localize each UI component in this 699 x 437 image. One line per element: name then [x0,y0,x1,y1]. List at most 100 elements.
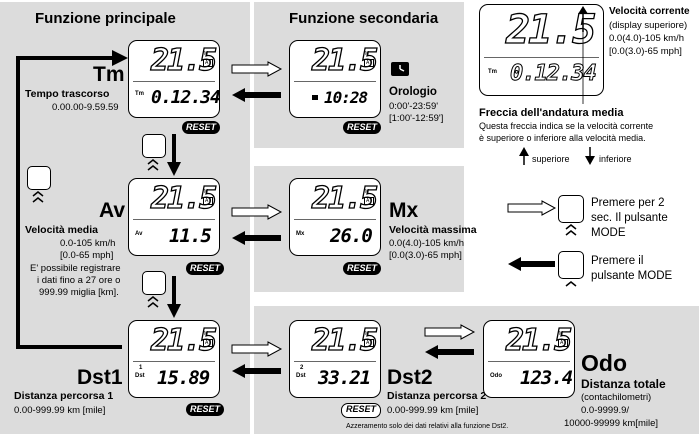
auto-indicator: AT [203,339,214,347]
main-function-header: Funzione principale [35,10,176,27]
down-arrow-av-to-dst1 [167,276,181,318]
current-speed-range-kmh: 0.0(4.0)-105 km/h [609,33,684,44]
legend-press-line2: pulsante MODE [591,270,673,282]
unit-indicator: M [204,51,209,57]
clock-range-24h: 0:00'-23:59' [389,101,439,112]
pace-arrow-title: Freccia dell'andatura media [479,107,624,119]
solid-arrow-mx-to-av [232,231,281,245]
av-note-3: 999.99 miglia [km]. [39,287,119,298]
screen-divider [294,219,376,220]
unit-indicator: M [365,189,370,195]
dst1-screen-label: Dst [135,373,145,379]
clock-hands-icon [399,65,405,72]
loop-mode-button-icon [27,166,51,190]
double-chevron-icon [147,159,159,171]
unit-indicator: M [365,331,370,337]
legend-press-line1: Premere il [591,255,644,267]
screen-divider [294,81,376,82]
auto-indicator: AT [364,197,375,205]
legend-press-2sec-line3: MODE [591,227,626,239]
pace-arrow-callout [582,30,584,104]
down-arrow-label: inferiore [599,154,632,164]
tm-screen-label: Tm [135,91,144,97]
legend-double-chevron-icon [565,224,577,236]
dst1-lcd-value: 15.89 [157,367,210,389]
dst2-title: Distanza percorsa 2 [387,390,487,402]
legend-hollow-arrow-icon [507,200,557,216]
reset-button-dst1[interactable]: RESET [186,403,224,416]
mx-lcd-value: 26.0 [330,225,373,247]
mode-button-hold-icon [142,134,166,158]
hollow-arrow-dst1-to-dst2 [231,341,283,357]
reset-button-tm[interactable]: RESET [182,121,220,134]
speed-digits: 21.5 [311,180,379,216]
av-range-kmh: 0.0-105 km/h [60,238,116,249]
legend-mode-button-press-icon [558,251,584,279]
av-code: Av [99,199,126,222]
mx-lcd-screen: 21.5 M AT Mx 26.0 [289,178,381,256]
speed-digits: 21.5 [311,322,379,358]
dst2-note: Azzeramento solo dei dati relativi alla … [346,423,509,430]
clock-small-icon [312,95,318,100]
speed-digits: 21.5 [311,42,379,78]
screen-divider [488,361,570,362]
up-arrow-icon [519,147,529,165]
dst1-range: 0.00-999.99 km [mile] [14,405,106,416]
pace-arrow-up-icon [578,6,588,32]
dst2-code: Dst2 [387,366,433,389]
screen-divider [133,361,215,362]
clock-icon [391,62,409,76]
clock-title: Orologio [389,86,437,98]
odo-range-2: 10000-99999 km[mile] [564,418,658,429]
dst2-lcd-value: 33.21 [318,367,371,389]
loop-arrow-dst1-to-tm [16,50,128,349]
unit-indicator: M [559,331,564,337]
av-lcd-screen: 21.5 M AT Av 11.5 [128,178,220,256]
reset-button-av[interactable]: RESET [186,262,224,275]
hollow-arrow-dst2-to-odo [424,324,476,340]
double-chevron-icon [147,296,159,308]
unit-indicator: M [204,331,209,337]
dst1-code: Dst1 [77,366,123,389]
speed-digits: 21.5 [150,180,218,216]
clock-range-12h: [1:00'-12:59'] [389,113,444,124]
clock-lcd-value: 10:28 [324,88,368,107]
av-screen-label: Av [135,231,143,237]
loop-double-chevron-icon [32,191,44,203]
tm-range: 0.00.00-9.59.59 [52,102,119,113]
down-arrow-icon [585,147,595,165]
speed-digits: 21.5 [150,322,218,358]
solid-arrow-clock-to-tm [232,88,281,102]
hollow-arrow-tm-to-clock [231,61,283,77]
large-speed-digits: 21.5 [505,6,597,53]
secondary-function-header: Funzione secondaria [289,10,439,27]
speed-digits: 21.5 [150,42,218,78]
mx-range-mph: [0.0(3.0)-65 mph] [389,250,462,261]
auto-indicator: AT [203,197,214,205]
legend-solid-arrow-icon [508,257,555,271]
current-lcd-bottom-value: 0.12.34 [510,61,598,87]
auto-indicator: AT [558,339,569,347]
clock-lcd-screen: 21.5 M AT 10:28 [289,40,381,118]
odo-screen-label: Odo [490,373,502,379]
legend-chevron-icon [565,281,577,287]
pace-arrow-desc-1: Questa freccia indica se la velocità cor… [479,121,654,131]
tm-title: Tempo trascorso [25,88,110,100]
mx-title: Velocità massima [389,224,477,236]
reset-button-dst2[interactable]: RESET [341,403,381,418]
auto-indicator: AT [203,59,214,67]
mode-button-hold-icon-2 [142,271,166,295]
reset-button-clock[interactable]: RESET [343,121,381,134]
solid-arrow-odo-to-dst2 [425,345,474,359]
legend-press-2sec-line1: Premere per 2 [591,197,665,209]
reset-button-mx[interactable]: RESET [343,262,381,275]
speed-digits: 21.5 [505,322,573,358]
tm-lcd-screen: 21.5 M AT Tm 0.12.34 [128,40,220,118]
mx-range-kmh: 0.0(4.0)-105 km/h [389,238,464,249]
dst2-screen-number: 2 [300,365,304,371]
hollow-arrow-av-to-mx [231,204,283,220]
dst1-lcd-screen: 21.5 M AT 1 Dst 15.89 [128,320,220,398]
current-screen-label: Tm [488,69,497,75]
dst2-range: 0.00-999.99 km [mile] [387,405,479,416]
av-note-2: i dati fino a 27 ore o [37,275,121,286]
